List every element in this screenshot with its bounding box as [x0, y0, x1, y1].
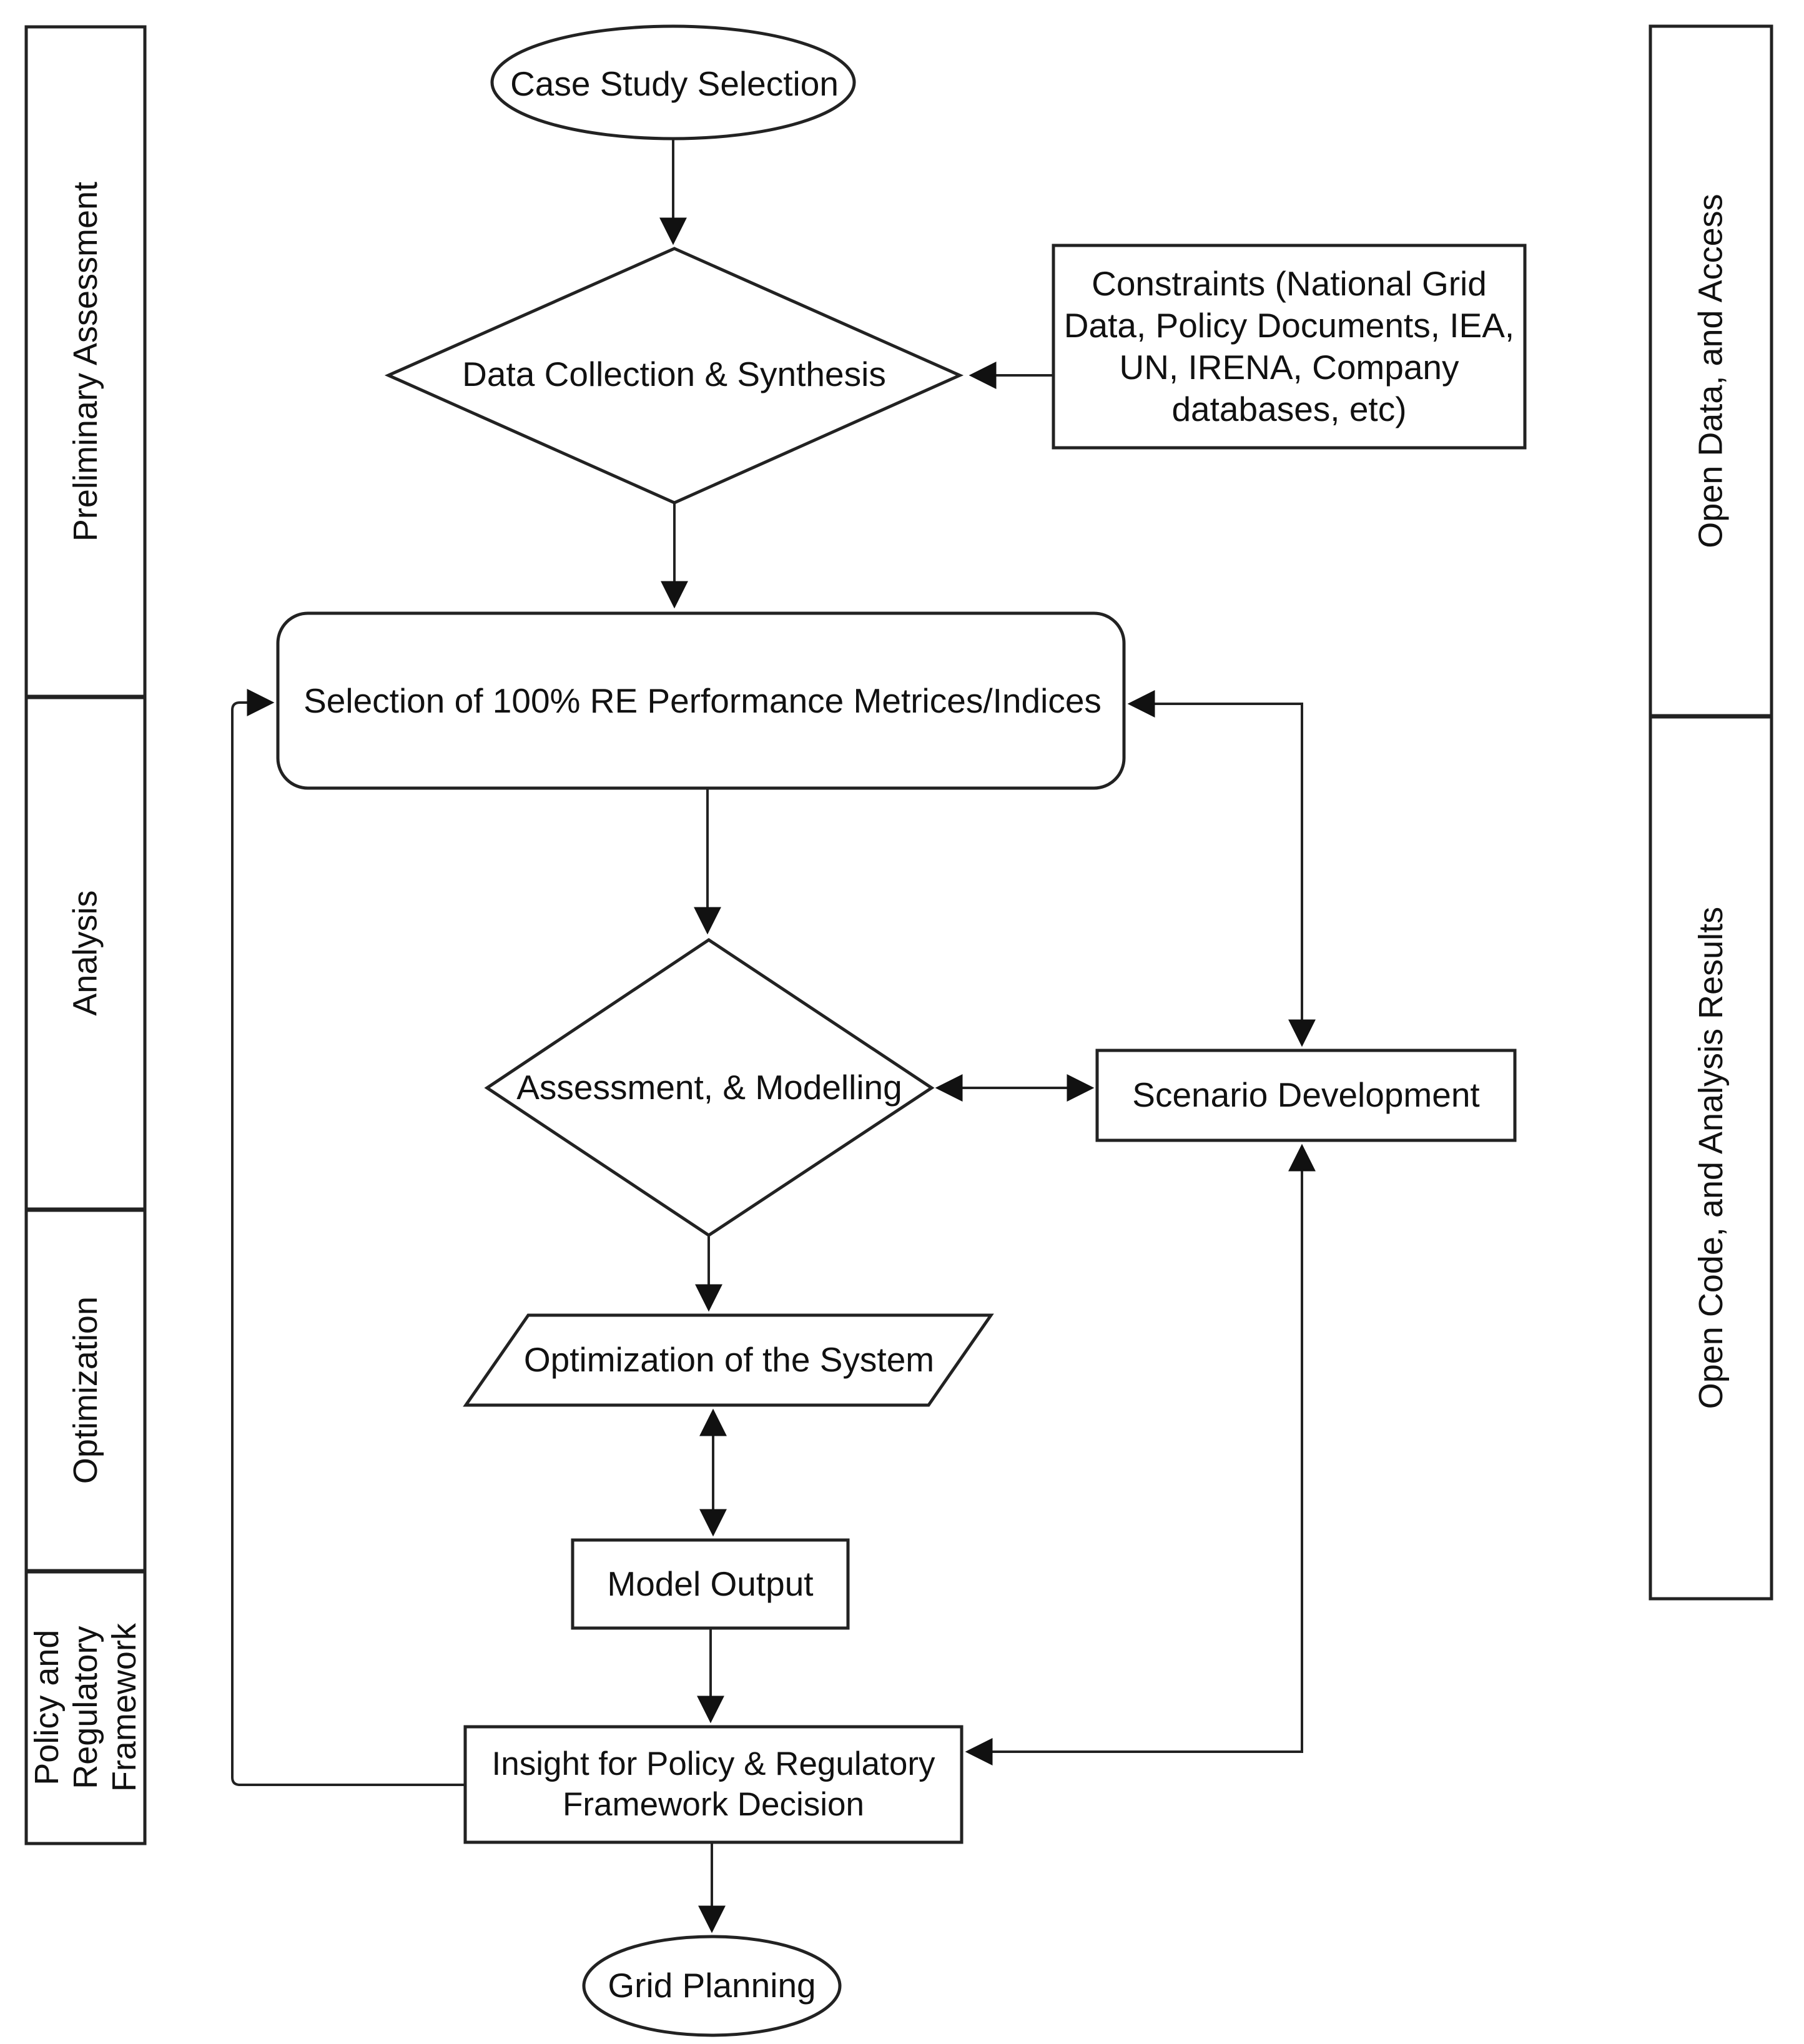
- edge-insight-to-selection-loop: [231, 689, 465, 1786]
- insight-rect: [463, 1725, 964, 1844]
- edge-selection-scenario-bidirectional: [1127, 690, 1316, 1047]
- left-phase-box-preliminary: [24, 25, 147, 698]
- start-ellipse: [490, 24, 856, 141]
- end-ellipse: [582, 1935, 842, 2037]
- model-output-rect: [571, 1538, 850, 1630]
- right-phase-box-open-code: [1649, 715, 1773, 1601]
- constraints-rect: [1052, 244, 1527, 450]
- left-phase-box-analysis: [24, 696, 147, 1211]
- optimization-parallelogram: [463, 1313, 994, 1407]
- left-phase-box-optimization: [24, 1208, 147, 1572]
- left-phase-box-policy: [24, 1570, 147, 1845]
- right-phase-box-open-data: [1649, 24, 1773, 718]
- assessment-diamond: [484, 937, 935, 1237]
- scenario-rect: [1095, 1049, 1517, 1142]
- selection-rounded-rect: [276, 611, 1126, 790]
- data-collection-diamond: [384, 247, 964, 505]
- edge-scenario-insight-bidirectional: [965, 1143, 1316, 1765]
